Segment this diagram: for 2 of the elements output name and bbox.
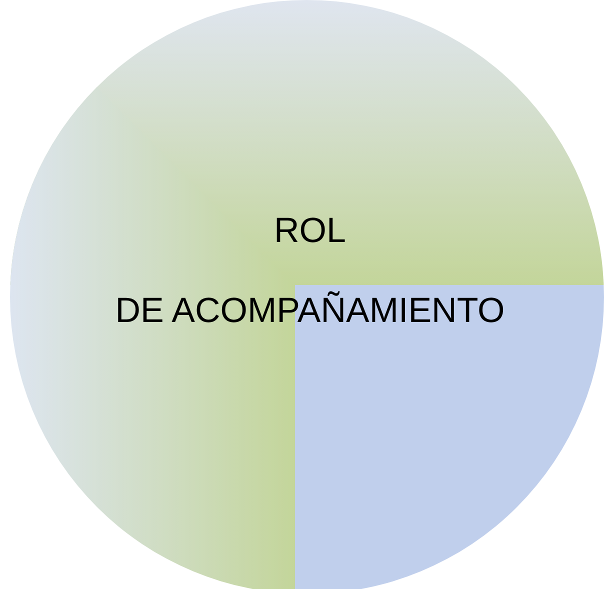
node-text: ROL [273,210,347,252]
node-text: DE ACOMPAÑAMIENTO [114,290,506,332]
